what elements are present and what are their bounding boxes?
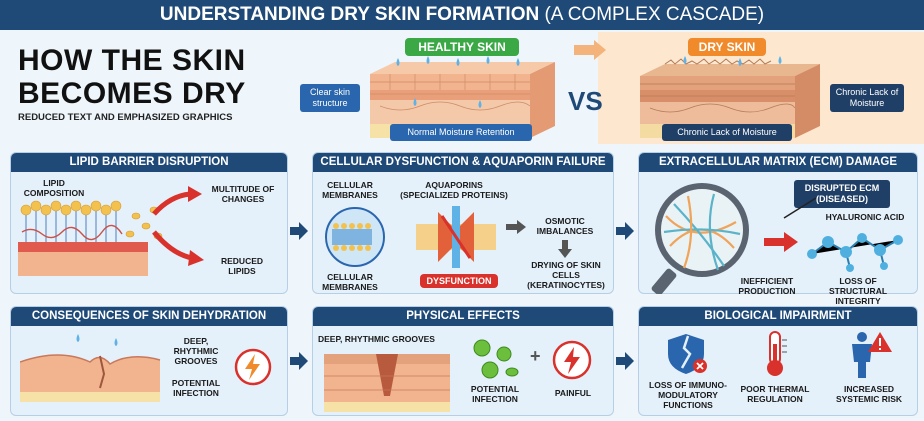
aquaporins-label: AQUAPORINS (SPECIALIZED PROTEINS) (400, 180, 508, 200)
painful-label: PAINFUL (554, 388, 592, 398)
systemic-risk-icon (852, 332, 892, 378)
lipid-barrier-illustration (18, 200, 163, 276)
healthy-skin-label: HEALTHY SKIN (405, 38, 519, 56)
multitude-label: MULTITUDE OF CHANGES (211, 184, 275, 204)
inefficient-production-label: INEFFICIENT PRODUCTION (738, 276, 796, 296)
physical-infection-label: POTENTIAL INFECTION (470, 384, 520, 404)
hero-line-2: BECOMES DRY (18, 77, 246, 110)
broken-shield-icon (668, 334, 707, 374)
immuno-label: LOSS OF IMMUNO-MODULATORY FUNCTIONS (649, 380, 727, 410)
pointer-line-icon (783, 197, 817, 219)
red-arrow-icon (764, 232, 798, 252)
flow-arrow-icon (290, 352, 308, 370)
flow-arrow-icon (290, 222, 308, 240)
cellular-panel-title: CELLULAR DYSFUNCTION & AQUAPORIN FAILURE (313, 153, 613, 172)
thermometer-icon (767, 331, 787, 376)
magnifier-ecm-illustration (651, 183, 749, 294)
clear-structure-tag: Clear skin structure (300, 84, 360, 112)
flow-arrow-icon (616, 352, 634, 370)
membranes-top-label: CELLULAR MEMBRANES (322, 180, 378, 200)
bacteria-icon (473, 339, 519, 379)
title-main: UNDERSTANDING DRY SKIN FORMATION (159, 4, 540, 25)
membranes-bottom-label: CELLULAR MEMBRANES (322, 272, 378, 292)
pain-icon (552, 340, 592, 380)
plus-icon: + (530, 346, 541, 366)
skin-groove-illustration (324, 354, 450, 412)
page-title-banner: UNDERSTANDING DRY SKIN FORMATION (A COMP… (0, 0, 924, 30)
physical-grooves-label: DEEP, RHYTHMIC GROOVES (318, 334, 435, 344)
hero-line-1: HOW THE SKIN (18, 44, 246, 77)
grooves-label: DEEP, RHYTHMIC GROOVES (173, 336, 219, 366)
biological-panel-title: BIOLOGICAL IMPAIRMENT (639, 307, 917, 326)
consequences-panel-title: CONSEQUENCES OF SKIN DEHYDRATION (11, 307, 287, 326)
cell-membrane-illustration (325, 207, 385, 267)
chronic-lack-bottom-tag: Chronic Lack of Moisture (662, 124, 792, 141)
dysfunction-badge: DYSFUNCTION (420, 274, 498, 288)
dehydrated-skin-illustration (20, 334, 161, 402)
change-arrows-icon (152, 186, 204, 266)
flow-arrow-icon (616, 222, 634, 240)
small-arrow-icon (506, 220, 526, 234)
ecm-panel-title: EXTRACELLULAR MATRIX (ECM) DAMAGE (639, 153, 917, 172)
aquaporin-channel-illustration (416, 206, 496, 268)
systemic-label: INCREASED SYSTEMIC RISK (835, 384, 903, 404)
lipid-panel-title: LIPID BARRIER DISRUPTION (11, 153, 287, 172)
title-sub: (A COMPLEX CASCADE) (544, 4, 765, 25)
versus-label: VS (568, 86, 603, 116)
thermal-label: POOR THERMAL REGULATION (740, 384, 810, 404)
lipid-composition-label: LIPID COMPOSITION (23, 178, 85, 198)
hero-subtitle: REDUCED TEXT AND EMPHASIZED GRAPHICS (18, 112, 233, 123)
structural-loss-label: LOSS OF STRUCTURAL INTEGRITY (828, 276, 888, 306)
transition-arrow-icon (574, 40, 606, 60)
chronic-lack-side-tag: Chronic Lack of Moisture (830, 84, 904, 112)
osmotic-label: OSMOTIC IMBALANCES (536, 216, 594, 236)
hyaluronic-label: HYALURONIC ACID (825, 212, 905, 222)
normal-moisture-tag: Normal Moisture Retention (390, 124, 532, 141)
dry-skin-label: DRY SKIN (688, 38, 766, 56)
reduced-lipids-label: REDUCED LIPIDS (220, 256, 264, 276)
disrupted-ecm-tag: DISRUPTED ECM (DISEASED) (794, 180, 890, 208)
lightning-warning-icon (234, 348, 272, 386)
down-arrow-icon (558, 240, 572, 258)
consequence-infection-label: POTENTIAL INFECTION (171, 378, 221, 398)
hero-title: HOW THE SKIN BECOMES DRY (18, 44, 246, 110)
molecule-icon (807, 233, 903, 272)
physical-panel-title: PHYSICAL EFFECTS (313, 307, 613, 326)
drying-cells-label: DRYING OF SKIN CELLS (KERATINOCYTES) (527, 260, 605, 290)
